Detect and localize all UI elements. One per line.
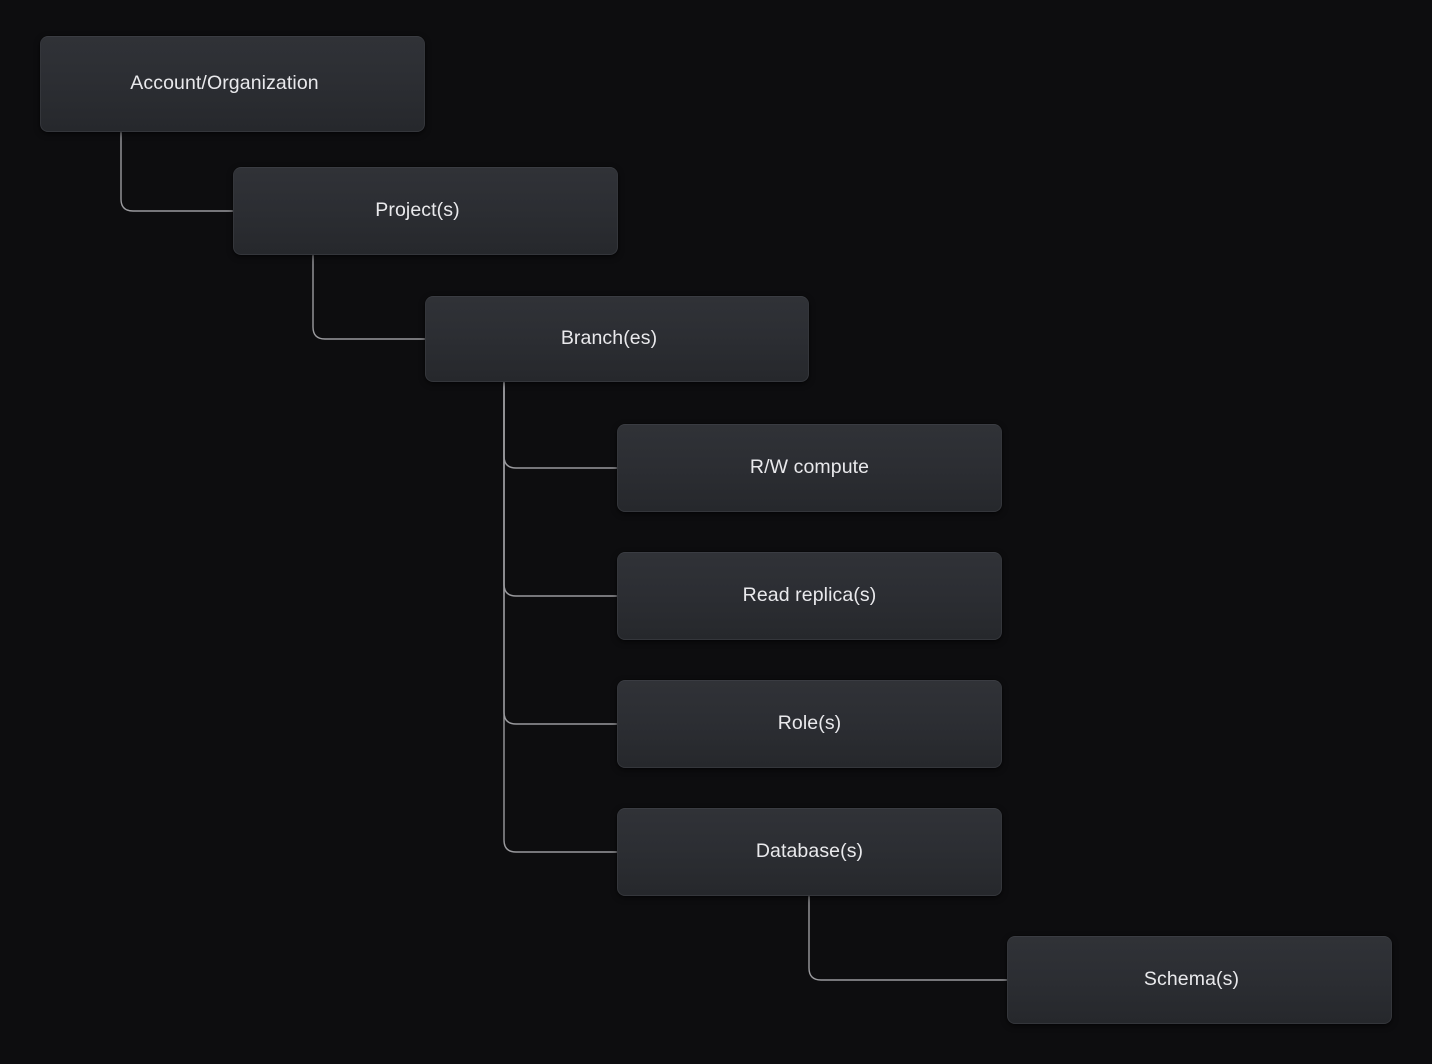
node-label-project: Project(s)	[375, 199, 460, 222]
node-database[interactable]: Database(s)	[617, 808, 1002, 896]
node-label-schema: Schema(s)	[1143, 968, 1240, 991]
node-role[interactable]: Role(s)	[617, 680, 1002, 768]
node-label-read-replica: Read replica(s)	[742, 584, 877, 607]
node-label-branch: Branch(es)	[560, 327, 658, 350]
edge-project-to-branch	[312, 254, 426, 340]
edge-database-to-schema	[808, 895, 1008, 981]
node-label-rw-compute: R/W compute	[749, 456, 870, 479]
node-branch[interactable]: Branch(es)	[425, 296, 809, 382]
edge-branch-to-replica	[503, 381, 618, 597]
node-project[interactable]: Project(s)	[233, 167, 618, 255]
edge-branch-to-role	[503, 381, 618, 725]
node-label-database: Database(s)	[755, 840, 864, 863]
node-account[interactable]: Account/Organization	[40, 36, 425, 132]
node-read-replica[interactable]: Read replica(s)	[617, 552, 1002, 640]
edge-account-to-project	[120, 131, 234, 212]
node-label-account: Account/Organization	[130, 72, 319, 95]
node-rw-compute[interactable]: R/W compute	[617, 424, 1002, 512]
edge-branch-to-rw	[503, 381, 618, 469]
edge-branch-to-database	[503, 381, 618, 853]
node-label-role: Role(s)	[777, 712, 842, 735]
node-schema[interactable]: Schema(s)	[1007, 936, 1392, 1024]
